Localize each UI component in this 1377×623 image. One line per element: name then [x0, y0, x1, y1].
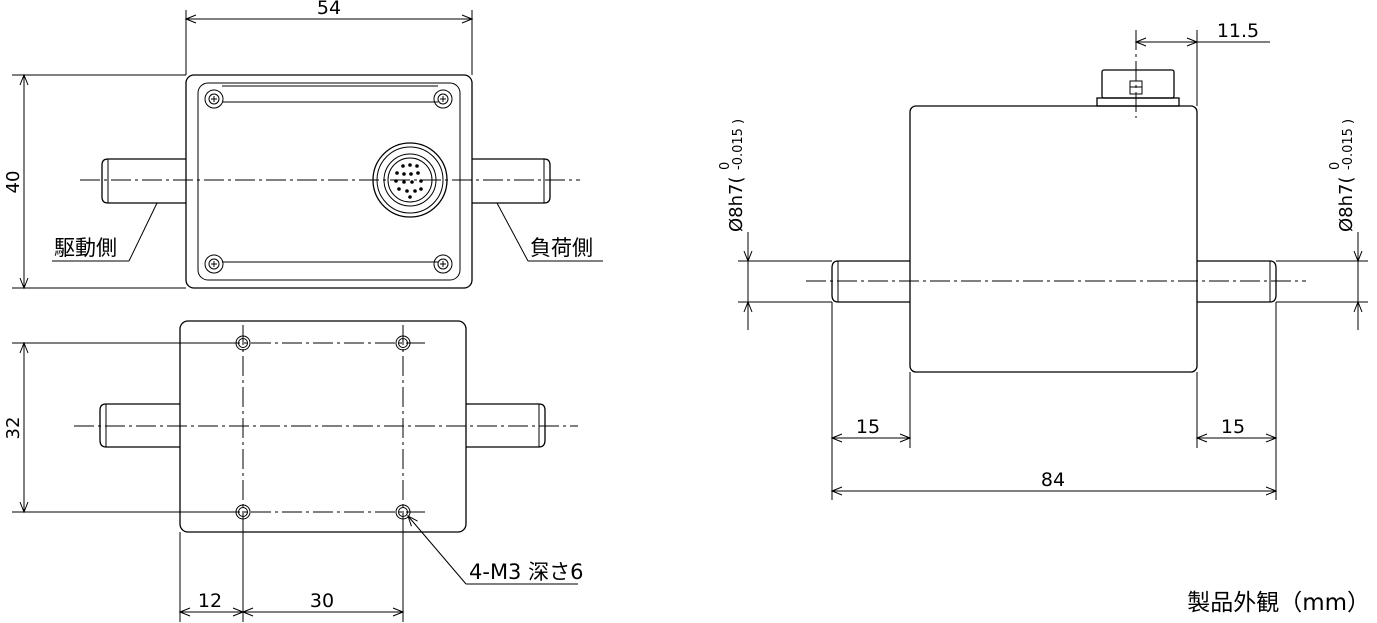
- screw-icon: [433, 89, 453, 109]
- load-side-label: 負荷側: [530, 236, 593, 260]
- left-diameter: Ø8h7(: [726, 176, 747, 232]
- left-shaft-dim: 15: [856, 416, 880, 438]
- bottom-load-shaft: [466, 403, 546, 448]
- connector-offset-dim: 11.5: [1217, 20, 1259, 42]
- height-dim: 40: [3, 171, 24, 194]
- side-housing: [909, 105, 1198, 373]
- drive-side-label: 駆動側: [54, 236, 117, 260]
- left-offset-dim: 12: [198, 590, 222, 612]
- bottom-drive-shaft: [99, 403, 180, 448]
- left-tol-upper: 0: [718, 162, 733, 170]
- width-dim: 54: [317, 0, 341, 19]
- top-drive-shaft: [101, 158, 186, 204]
- connector-icon: [1096, 69, 1180, 107]
- top-load-shaft: [472, 158, 551, 204]
- side-view: 11.5 Ø8h7( 0 -0.015 ) Ø8h7( 0 -0.015 ) 1…: [718, 20, 1368, 500]
- hole-note: 4-M3 深さ6: [469, 560, 583, 584]
- left-tol-lower: -0.015 ): [731, 119, 746, 170]
- right-diameter: Ø8h7(: [1336, 176, 1357, 232]
- screw-icon: [204, 89, 224, 109]
- bottom-height-dim: 32: [3, 417, 24, 440]
- hole-spacing-dim: 30: [310, 590, 334, 612]
- right-shaft-dim: 15: [1221, 416, 1245, 438]
- screw-icon: [433, 254, 453, 274]
- top-cover-plate: [197, 82, 461, 281]
- top-view: 54 40 駆動側 負荷側: [3, 0, 603, 290]
- screw-icon: [204, 254, 224, 274]
- right-tol-upper: 0: [1328, 162, 1343, 170]
- total-length-dim: 84: [1041, 469, 1065, 491]
- caption: 製品外観（mm）: [1187, 590, 1370, 616]
- top-housing: [185, 74, 473, 289]
- bottom-view: 32 12 30 4-M3 深さ6: [3, 320, 583, 622]
- right-tol-lower: -0.015 ): [1341, 119, 1356, 170]
